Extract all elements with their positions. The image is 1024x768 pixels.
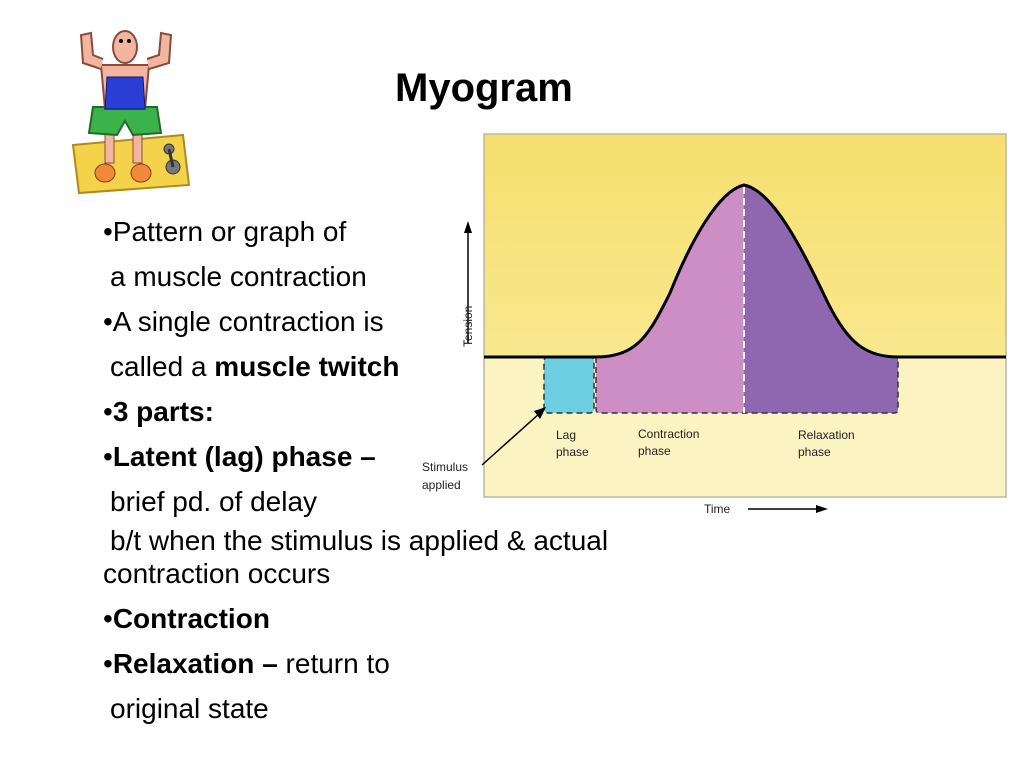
bullet-latent-line2: brief pd. of delay bbox=[110, 486, 318, 517]
relaxation-phase-label-line2: phase bbox=[798, 445, 831, 459]
twitch-curve bbox=[595, 183, 899, 359]
bullet-dot: • bbox=[103, 441, 113, 472]
tension-axis-label: Tension bbox=[461, 306, 475, 347]
bullet-list: •Pattern or graph of a muscle contractio… bbox=[103, 209, 743, 731]
relaxation-term: Relaxation – bbox=[112, 648, 278, 679]
contraction-term: Contraction bbox=[112, 603, 270, 634]
tension-arrowhead bbox=[464, 221, 472, 233]
contraction-phase-region bbox=[596, 185, 744, 413]
lag-phase-label-line2: phase bbox=[556, 445, 589, 459]
muscle-man-clipart-icon bbox=[71, 30, 191, 195]
bullet-pattern-line2: a muscle contraction bbox=[110, 261, 367, 292]
slide-title: Myogram bbox=[395, 66, 573, 110]
bullet-latent-phase: •Latent (lag) phase – bbox=[103, 434, 743, 479]
bullet-text: return to bbox=[277, 648, 390, 679]
bullet-text: contraction occurs bbox=[103, 558, 331, 589]
three-parts-heading: 3 parts: bbox=[112, 396, 214, 427]
phase-outline bbox=[595, 357, 899, 414]
stimulus-label-line2: applied bbox=[422, 478, 461, 492]
myogram-diagram: Tension Time Stimulus applied Lag phase … bbox=[422, 133, 1007, 516]
lag-phase-region bbox=[543, 356, 595, 414]
bullet-latent-line3: b/t when the stimulus is applied & actua… bbox=[103, 524, 743, 596]
bullet-contraction: •Contraction bbox=[103, 596, 743, 641]
stimulus-label-line1: Stimulus bbox=[422, 460, 468, 474]
bullet-relaxation-line2: original state bbox=[110, 693, 269, 724]
time-axis-label: Time bbox=[704, 502, 731, 516]
bullet-dot: • bbox=[103, 648, 113, 679]
stimulus-arrow bbox=[481, 412, 541, 466]
bullet-text: called a bbox=[110, 351, 215, 382]
lag-phase-label-line1: Lag bbox=[556, 428, 576, 442]
muscle-twitch-term: muscle twitch bbox=[214, 351, 400, 382]
bullet-single-contraction-line2: called a muscle twitch bbox=[103, 344, 743, 389]
contraction-phase-label-line1: Contraction bbox=[638, 427, 699, 441]
bullet-dot: • bbox=[103, 396, 113, 427]
diagram-panel-border bbox=[483, 133, 1007, 498]
latent-phase-term: Latent (lag) phase – bbox=[112, 441, 376, 472]
relaxation-phase-label-line1: Relaxation bbox=[798, 428, 855, 442]
bullet-text: b/t when the stimulus is applied & actua… bbox=[110, 525, 609, 556]
contraction-phase-label-line2: phase bbox=[638, 444, 671, 458]
relaxation-phase-region bbox=[744, 185, 898, 413]
bullet-three-parts: •3 parts: bbox=[103, 389, 743, 434]
stimulus-arrowhead bbox=[534, 407, 546, 419]
bullet-pattern-line1: •Pattern or graph of bbox=[103, 216, 347, 247]
time-arrowhead bbox=[816, 505, 828, 513]
bullet-single-contraction-line1: •A single contraction is bbox=[103, 306, 384, 337]
bullet-relaxation: •Relaxation – return to bbox=[103, 641, 743, 686]
bullet-dot: • bbox=[103, 603, 113, 634]
